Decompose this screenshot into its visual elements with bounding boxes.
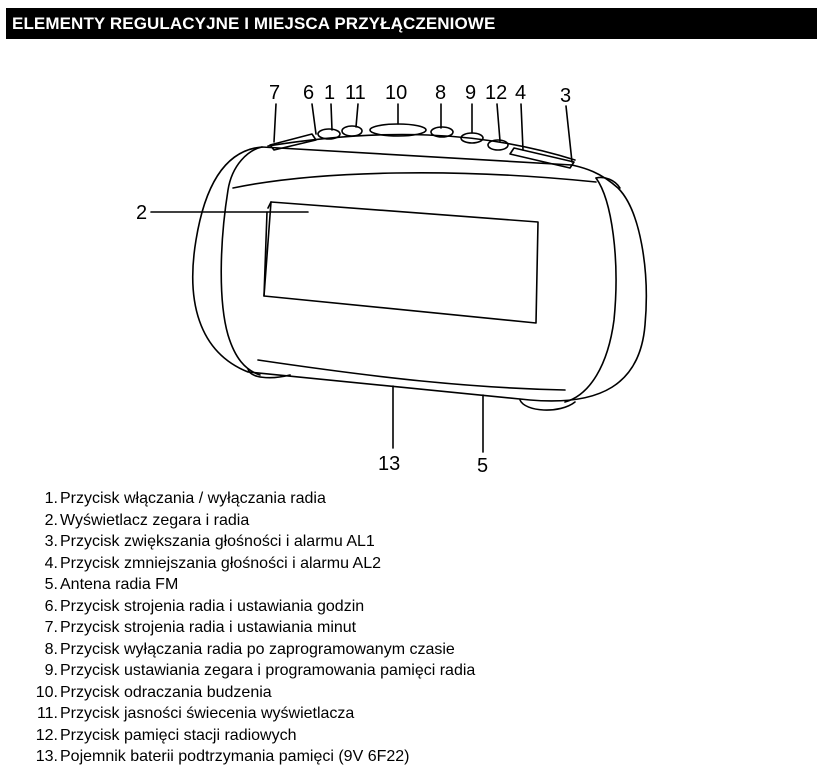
button-6-shape: [317, 128, 341, 140]
legend-item: 13.Pojemnik baterii podtrzymania pamięci…: [35, 748, 410, 765]
callout-8: 8: [435, 82, 446, 104]
radio-body-outline: [191, 146, 648, 402]
button-8-shape: [430, 126, 454, 138]
callout-4: 4: [515, 82, 526, 104]
section-header: ELEMENTY REGULACYJNE I MIEJSCA PRZYŁĄCZE…: [6, 8, 817, 39]
callout-6: 6: [303, 82, 314, 104]
legend-item: 6.Przycisk strojenia radia i ustawiania …: [44, 597, 365, 615]
button-3-4-shape: [509, 147, 575, 169]
legend-item: 5.Antena radia FM: [44, 576, 179, 593]
clock-radio-diagram: 7 6 1 11 10 8 9 12 4 3 2 13 5: [136, 82, 648, 477]
legend-item: 8.Przycisk wyłączania radia po zaprogram…: [44, 640, 455, 658]
left-foot: [247, 368, 291, 379]
front-top-edge: [232, 172, 597, 189]
legend-item: 7.Przycisk strojenia radia i ustawiania …: [44, 619, 357, 636]
button-7-shape: [269, 133, 317, 151]
display-window: [263, 201, 539, 324]
legend-item: 10.Przycisk odraczania budzenia: [35, 683, 272, 701]
legend-item: 3.Przycisk zwiększania głośności i alarm…: [44, 533, 375, 550]
section-title: ELEMENTY REGULACYJNE I MIEJSCA PRZYŁĄCZE…: [12, 14, 496, 33]
front-bottom-edge: [257, 359, 566, 391]
callout-11: 11: [345, 82, 366, 104]
left-side-panel: [220, 146, 263, 376]
callout-3: 3: [560, 85, 571, 107]
legend-item: 11.Przycisk jasności świecenia wyświetla…: [36, 705, 355, 722]
callout-10: 10: [385, 82, 407, 104]
right-side-panel: [564, 177, 617, 403]
right-foot: [519, 399, 576, 411]
button-1-shape: [341, 125, 363, 137]
callout-13: 13: [378, 453, 400, 475]
callout-9: 9: [465, 82, 476, 104]
legend-item: 2.Wyświetlacz zegara i radia: [44, 511, 250, 529]
top-surface: [267, 133, 576, 161]
legend-item: 1.Przycisk włączania / wyłączania radia: [44, 490, 326, 507]
callout-labels: 7 6 1 11 10 8 9 12 4 3 2 13 5: [136, 82, 571, 477]
callout-12: 12: [485, 82, 507, 104]
legend-item: 4.Przycisk zmniejszania głośności i alar…: [44, 554, 382, 572]
callout-7: 7: [269, 82, 280, 104]
button-12-shape: [487, 139, 509, 151]
component-legend: 1.Przycisk włączania / wyłączania radia …: [14, 488, 476, 768]
legend-item: 12.Przycisk pamięci stacji radiowych: [35, 726, 297, 744]
callout-2: 2: [136, 202, 147, 224]
callout-5: 5: [477, 455, 488, 477]
legend-item: 9.Przycisk ustawiania zegara i programow…: [44, 662, 476, 679]
callout-1: 1: [324, 82, 335, 104]
